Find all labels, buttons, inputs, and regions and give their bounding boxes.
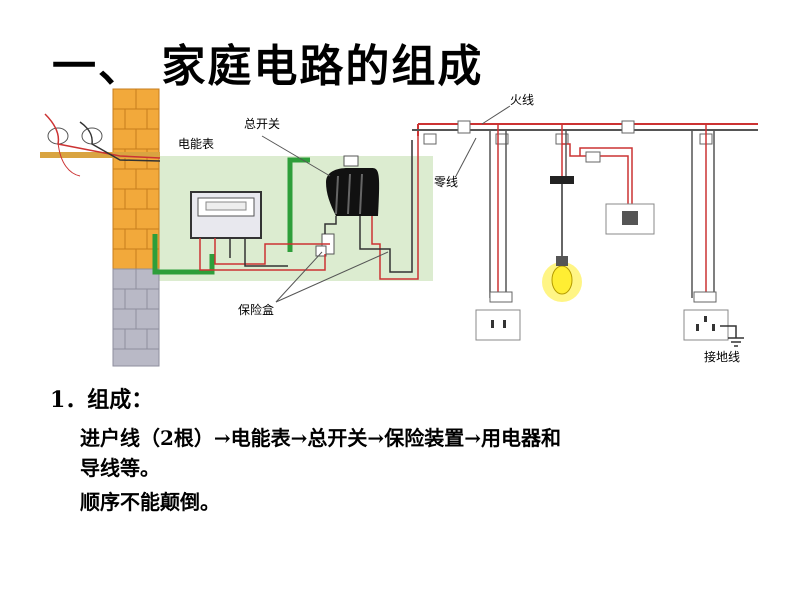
outlet-branch-1 (489, 124, 507, 298)
outlet-2 (683, 309, 729, 341)
outlet-1 (475, 309, 521, 341)
fuse-box-label: 保险盒 (238, 302, 274, 317)
page-title: 一、 家庭电路的组成 (52, 41, 484, 92)
light-switch (605, 203, 655, 235)
main-switch (326, 155, 380, 216)
ground-symbol (720, 325, 744, 347)
ground-wire-label: 接地线 (704, 349, 740, 364)
neutral-wire-label: 零线 (434, 175, 458, 189)
outlet-branch-2 (691, 124, 715, 298)
section-heading: 1．组成： (50, 387, 154, 413)
live-wire-label: 火线 (510, 93, 534, 107)
ceiling-lamp (542, 176, 582, 302)
composition-line-1: 进户线（2根）→电能表→总开关→保险装置→用电器和 (80, 426, 561, 450)
lamp-branch (561, 124, 633, 204)
brick-wall (112, 88, 160, 367)
main-switch-label: 总开关 (244, 117, 280, 131)
meter-label: 电能表 (178, 137, 214, 151)
incoming-wires (40, 113, 161, 177)
household-circuit-diagram: 电能表 总开关 火线 零线 保险盒 接地线 (40, 88, 758, 367)
order-note: 顺序不能颠倒。 (80, 490, 220, 514)
electric-meter (190, 191, 262, 258)
composition-line-2: 导线等。 (80, 456, 160, 480)
